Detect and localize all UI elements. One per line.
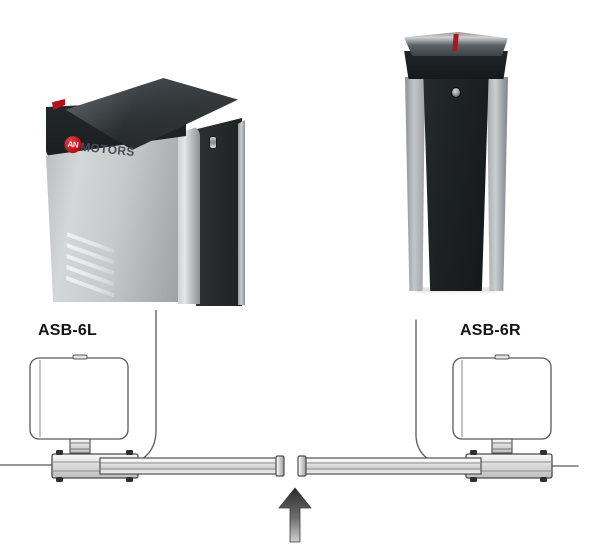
right-pivot-column — [491, 438, 513, 454]
right-boom-arm — [300, 457, 482, 475]
anchor-bolt — [56, 450, 63, 455]
right-cabinet-top-nub — [494, 354, 510, 360]
door-lock-icon — [452, 88, 460, 97]
cabinet-left-frame-post — [405, 77, 425, 291]
traffic-direction-arrow — [278, 487, 312, 543]
cabinet-silver-front-panel — [46, 132, 189, 302]
left-barrier-cabinet-photo: AN MOTORS — [38, 72, 248, 306]
left-cabinet-outline — [29, 357, 129, 440]
red-accent-sliver — [52, 99, 65, 110]
left-cabinet-top-nub — [72, 354, 88, 360]
right-unit-symbol — [297, 354, 553, 482]
left-boom-arm — [99, 457, 282, 475]
anchor-bolt — [56, 477, 63, 482]
anchor-bolt — [126, 477, 133, 482]
anchor-bolt — [540, 450, 547, 455]
door-lock-icon — [210, 137, 216, 148]
cabinet-dark-side-panel — [196, 118, 242, 306]
anchor-bolt — [540, 477, 547, 482]
logo-wordmark: MOTORS — [79, 139, 136, 160]
left-unit-label: ASB-6L — [38, 322, 97, 339]
anchor-bolt — [470, 477, 477, 482]
right-barrier-cabinet-photo — [398, 32, 516, 294]
left-pivot-column — [69, 438, 91, 454]
right-unit-label: ASB-6R — [460, 322, 521, 339]
cabinet-ground-shadow — [416, 288, 496, 294]
left-unit-symbol — [29, 354, 285, 482]
right-boom-end-cap — [297, 455, 307, 477]
anchor-bolt — [126, 450, 133, 455]
layout-svg — [0, 310, 579, 543]
installation-layout-diagram: ASB-6L ASB-6R — [0, 310, 600, 546]
left-boom-end-cap — [275, 455, 285, 477]
anchor-bolt — [470, 450, 477, 455]
product-photos: AN MOTORS — [38, 32, 516, 306]
cabinet-right-edge-strip — [238, 120, 245, 305]
cabinet-corner-highlight — [178, 126, 200, 304]
right-cabinet-outline — [452, 357, 552, 440]
cabinet-front-door-panel — [423, 77, 489, 291]
cabinet-right-frame-post — [487, 77, 508, 291]
